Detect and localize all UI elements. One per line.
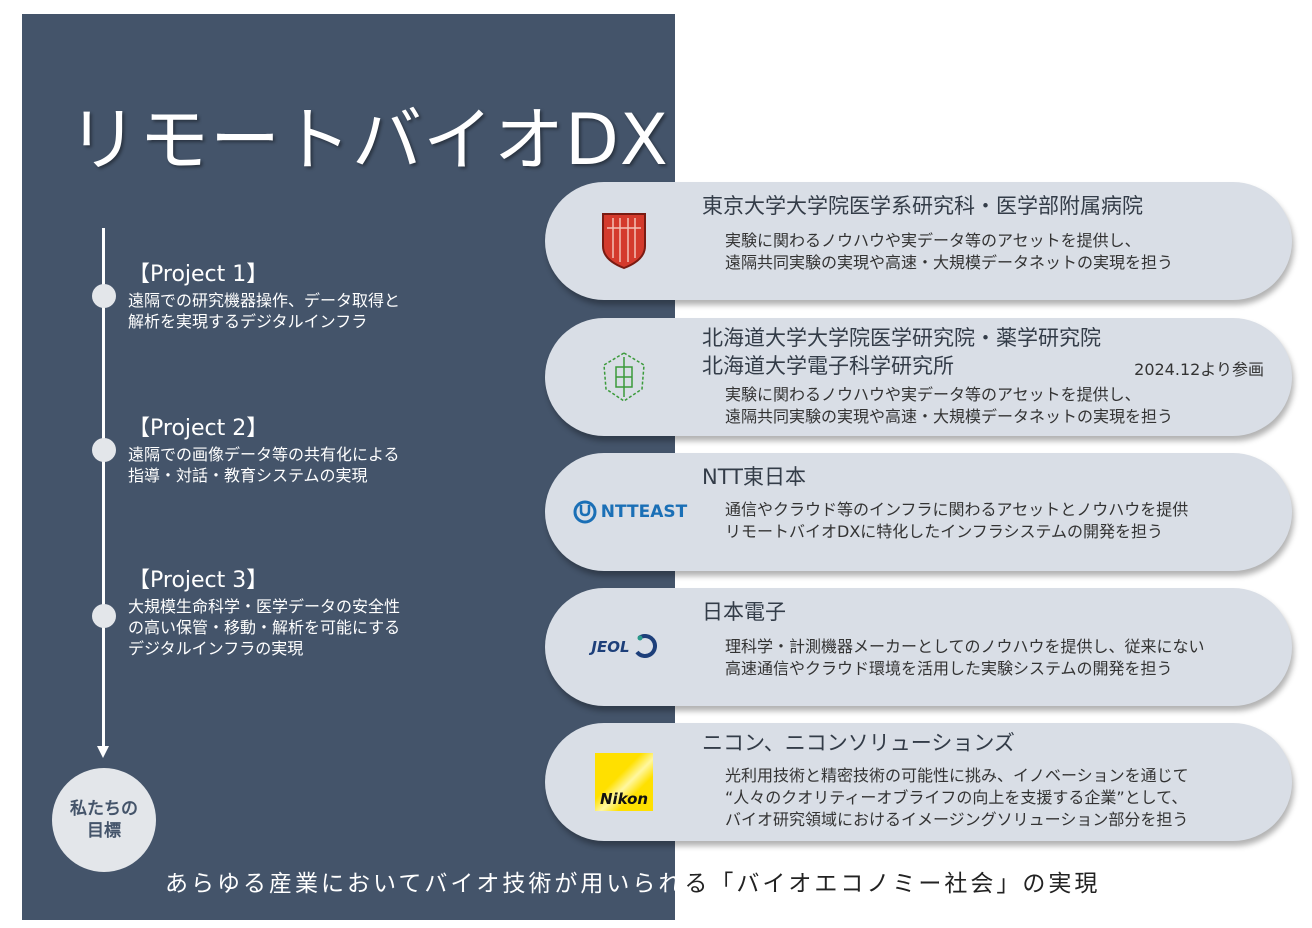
project-1: 【Project 1】 遠隔での研究機器操作、データ取得と 解析を実現するデジタ… [128,256,400,332]
partner-name: NTT東日本 [702,465,806,489]
project-3: 【Project 3】 大規模生命科学・医学データの安全性 の高い保管・移動・解… [128,562,400,659]
goal-statement-char: る [243,871,269,897]
project-heading: 【Project 1】 [128,262,269,287]
timeline-line [102,228,105,748]
project-desc: 解析を実現するデジタルインフラ [128,312,368,331]
timeline-dot [92,604,116,628]
partner-desc: 実験に関わるノウハウや実データ等のアセットを提供し、 [725,385,1141,404]
goal-statement-char: に [321,871,347,897]
goal-statement-char: が [554,871,581,897]
jeol-logo-icon: JEOL [565,588,683,706]
project-desc: デジタルインフラの実現 [128,639,304,658]
goal-statement-char: い [373,871,399,897]
goal-statement-char: 社 [944,871,971,897]
nikon-logo-icon: Nikon [565,723,683,841]
partner-desc: リモートバイオDXに特化したインフラシステムの開発を担う [725,522,1164,541]
tokyo-univ-logo-icon [565,182,683,300]
goal-statement-char: ら [632,871,659,897]
goal-statement-char: オ [476,871,503,897]
partner-card-ntt-east: NTTEAST NTT東日本 通信やクラウド等のインフラに関わるアセットとノウハ… [545,453,1292,571]
goal-statement-char: オ [788,871,815,897]
goal-statement-char: て [398,871,425,897]
page-title: リモートバイオDX [68,99,669,181]
goal-statement-char: い [606,871,633,897]
partner-desc: 理科学・計測機器メーカーとしてのノウハウを提供し、従来にない [725,637,1205,656]
project-heading: 【Project 2】 [128,416,269,441]
goal-statement-char: バ [424,871,451,897]
goal-badge: 私たちの 目標 [52,768,156,872]
goal-statement-char: れ [658,871,685,897]
partner-card-tokyo: 東京大学大学院医学系研究科・医学部附属病院 実験に関わるノウハウや実データ等のア… [545,182,1292,300]
goal-statement-char: 会 [970,871,997,897]
goal-statement-char: る [684,871,711,897]
timeline-dot [92,284,116,308]
goal-statement-char: イ [762,871,789,897]
goal-statement-char: あ [165,871,191,897]
logo-text: JEOL [591,638,630,656]
partner-name: 東京大学大学院医学系研究科・医学部附属病院 [702,194,1143,218]
logo-text: NTTEAST [600,502,688,522]
partner-card-jeol: JEOL 日本電子 理科学・計測機器メーカーとしてのノウハウを提供し、従来にない… [545,588,1292,706]
goal-statement-char: バ [736,871,763,897]
goal-statement-char: ら [191,871,217,897]
timeline-arrow-icon [97,746,109,758]
partner-desc: 通信やクラウド等のインフラに関わるアセットとノウハウを提供 [725,500,1189,519]
goal-statement-char: 「 [710,871,737,897]
goal-statement-char: 現 [1074,871,1101,897]
ntt-east-logo-icon: NTTEAST [565,453,695,571]
goal-statement-char: 産 [269,871,295,897]
goal-statement-char: ー [918,871,945,897]
partner-desc: 実験に関わるノウハウや実データ等のアセットを提供し、 [725,231,1141,250]
project-desc: 遠隔での画像データ等の共有化による [128,445,400,464]
goal-statement-char: 実 [1048,871,1075,897]
project-desc: 指導・対話・教育システムの実現 [128,466,368,485]
goal-statement-char: ノ [866,871,893,897]
goal-statement-char: 術 [528,871,555,897]
partner-name: ニコン、ニコンソリューションズ [702,731,1015,755]
goal-statement-char: お [347,871,373,897]
partner-name: 日本電子 [702,600,786,624]
goal-statement: あらゆる産業においてバイオ技術が用いられる「バイオエコノミー社会」の実現 [165,864,1100,898]
partner-card-hokkaido: 北海道大学大学院医学研究院・薬学研究院 北海道大学電子科学研究所 2024.12… [545,318,1292,436]
partner-card-nikon: Nikon ニコン、ニコンソリューションズ 光利用技術と精密技術の可能性に挑み、… [545,723,1292,841]
goal-statement-char: 」 [996,871,1023,897]
project-heading: 【Project 3】 [128,568,269,593]
project-desc: の高い保管・移動・解析を可能にする [128,618,401,637]
project-desc: 遠隔での研究機器操作、データ取得と [128,291,401,310]
project-2: 【Project 2】 遠隔での画像データ等の共有化による 指導・対話・教育シス… [128,410,400,486]
partner-name: 北海道大学大学院医学研究院・薬学研究院 [702,326,1101,350]
partner-desc: 高速通信やクラウド環境を活用した実験システムの開発を担う [725,659,1173,678]
partner-desc: バイオ研究領域におけるイメージングソリューション部分を担う [725,810,1189,829]
goal-statement-char: 用 [580,871,607,897]
partner-desc: “人々のクオリティーオブライフの向上を支援する企業”として、 [725,788,1188,807]
partner-name: 北海道大学電子科学研究所 [702,354,954,378]
timeline-dot [92,438,116,462]
logo-text: Nikon [599,790,649,808]
partner-desc: 遠隔共同実験の実現や高速・大規模データネットの実現を担う [725,253,1174,272]
partner-desc: 光利用技術と精密技術の可能性に挑み、イノベーションを通じて [725,766,1189,785]
participation-note: 2024.12より参画 [1134,360,1264,379]
goal-statement-char: 技 [502,871,529,897]
partner-desc: 遠隔共同実験の実現や高速・大規模データネットの実現を担う [725,407,1174,426]
hokkaido-univ-logo-icon [565,318,683,436]
goal-statement-char: イ [450,871,477,897]
goal-statement-char: の [1022,871,1049,897]
goal-statement-char: ゆ [217,871,243,897]
goal-statement-char: コ [840,871,867,897]
goal-statement-char: 業 [295,871,321,897]
goal-statement-char: ミ [892,871,919,897]
goal-statement-char: エ [814,871,841,897]
project-desc: 大規模生命科学・医学データの安全性 [128,597,401,616]
